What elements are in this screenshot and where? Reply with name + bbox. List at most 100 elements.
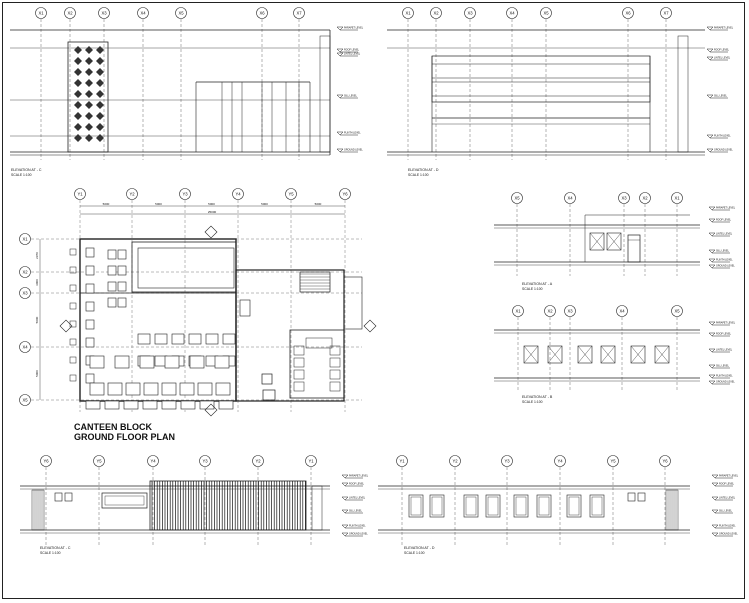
table [164, 355, 180, 369]
grid-label: X2 [67, 11, 73, 16]
lattice-diamond [74, 112, 82, 120]
table [89, 355, 105, 369]
level-tag: PARAPET LEVEL [719, 475, 739, 478]
table [107, 281, 117, 292]
rect [465, 496, 477, 516]
grid-bubble [622, 7, 634, 19]
level-tag: ROOF LEVEL [716, 333, 732, 336]
grid-bubble [93, 455, 105, 467]
grid-bubble [564, 192, 576, 204]
elevation-scale: SCALE 1:100 [404, 551, 425, 555]
grid-bubble [607, 455, 619, 467]
window [101, 492, 148, 509]
grid-label: Y2 [452, 459, 458, 464]
dimension-text: 5000 [261, 202, 268, 206]
bench [123, 400, 139, 410]
grid-label: X2 [22, 270, 28, 275]
bench [199, 400, 215, 410]
lattice-diamond [85, 101, 93, 109]
table [205, 333, 219, 345]
window [630, 345, 646, 364]
grid-label: X3 [621, 196, 627, 201]
grid-label: X3 [22, 291, 28, 296]
grid-bubble [501, 455, 513, 467]
lattice-diamond [74, 134, 82, 142]
grid-bubble [74, 188, 86, 200]
grid-bubble [137, 7, 149, 19]
table [139, 355, 155, 369]
window [637, 492, 646, 502]
grid-bubble [19, 341, 31, 353]
lattice-diamond [96, 123, 104, 131]
level-tag: PLINTH LEVEL [716, 375, 733, 378]
window [577, 345, 593, 364]
window [54, 492, 63, 502]
level-tag: LINTEL LEVEL [349, 497, 366, 500]
grid-bubble [554, 455, 566, 467]
lattice-diamond [96, 90, 104, 98]
dimension-text: 5000 [315, 202, 322, 206]
grid-bubble [639, 192, 651, 204]
level-marker [708, 264, 716, 269]
bench [218, 400, 234, 410]
wc [329, 369, 341, 380]
level-marker [336, 26, 344, 31]
door [627, 234, 641, 263]
lattice-diamond [85, 79, 93, 87]
level-tag: GROUND LEVEL [716, 265, 735, 268]
table [179, 382, 195, 396]
level-marker [341, 532, 349, 537]
bench [161, 400, 177, 410]
line [630, 345, 646, 364]
grid-label: Y6 [43, 459, 49, 464]
grid-label: X1 [38, 11, 44, 16]
grid-label: X6 [259, 11, 265, 16]
grid-label: X2 [547, 309, 553, 314]
grid-label: X1 [405, 11, 411, 16]
rect [677, 35, 689, 153]
level-tag: PLINTH LEVEL [714, 135, 731, 138]
level-tag: LINTEL LEVEL [719, 497, 736, 500]
level-marker [336, 148, 344, 153]
lattice-diamond [74, 79, 82, 87]
grid-bubble [40, 455, 52, 467]
line [654, 345, 670, 364]
level-marker [706, 26, 714, 31]
grid-bubble [659, 455, 671, 467]
level-tag: PARAPET LEVEL [716, 207, 736, 210]
level-marker [708, 374, 716, 379]
grid-label: X5 [514, 196, 520, 201]
level-tag: PLINTH LEVEL [719, 525, 736, 528]
dimension-text: 5000 [35, 370, 39, 377]
table [214, 355, 230, 369]
lattice-diamond [85, 68, 93, 76]
grid-bubble [396, 455, 408, 467]
lattice-diamond [96, 134, 104, 142]
ramp [343, 276, 363, 330]
plan-title: CANTEEN BLOCK GROUND FLOOR PLAN [74, 422, 175, 442]
level-tag: SILL LEVEL [716, 250, 730, 253]
level-marker [711, 482, 719, 487]
grid-bubble [98, 7, 110, 19]
level-marker [708, 218, 716, 223]
level-marker [706, 134, 714, 139]
level-marker [708, 249, 716, 254]
stair [299, 271, 331, 293]
bench [104, 400, 120, 410]
table [117, 297, 127, 308]
level-marker [341, 524, 349, 529]
table [85, 265, 95, 276]
level-marker [706, 148, 714, 153]
grid-bubble [147, 455, 159, 467]
elevation-scale: SCALE 1:100 [408, 173, 429, 177]
grid-label: X1 [22, 237, 28, 242]
elevation-title: ELEVATION AT - B [522, 395, 553, 399]
level-marker [711, 496, 719, 501]
rect [431, 496, 443, 516]
level-tag: GROUND LEVEL [719, 533, 738, 536]
